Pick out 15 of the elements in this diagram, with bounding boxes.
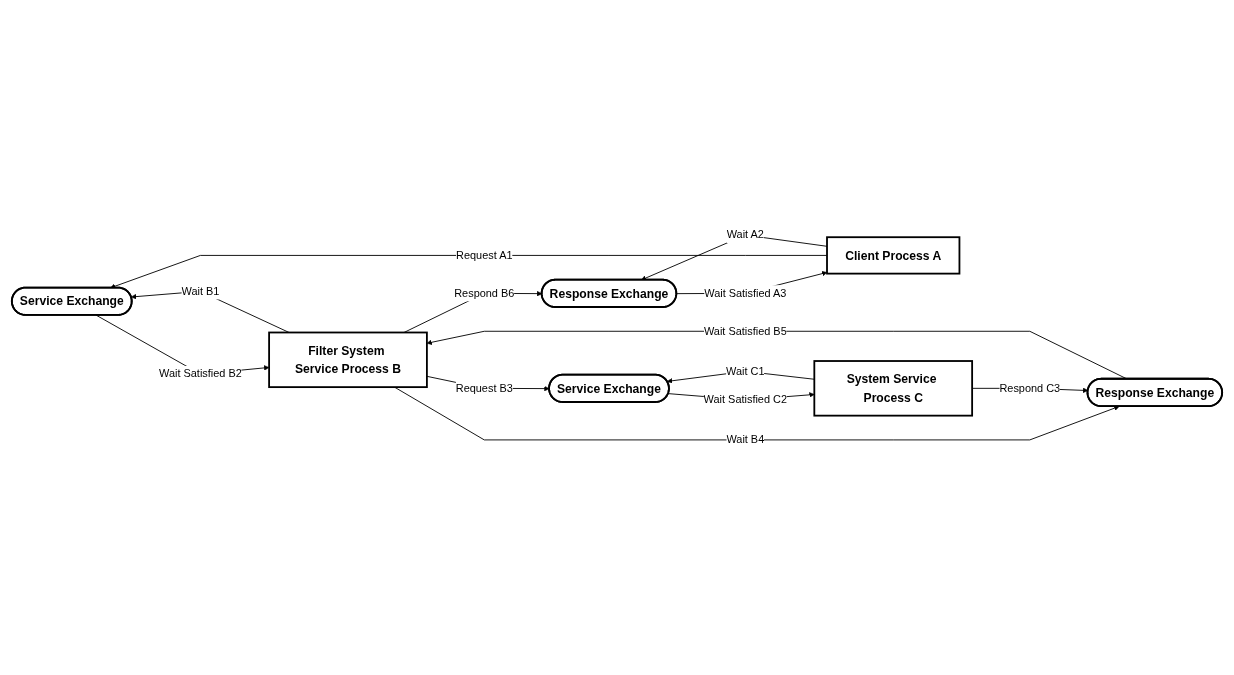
edge-label: Wait Satisfied B2	[159, 367, 242, 380]
edge-label: Respond B6	[454, 286, 515, 300]
edge-label: Wait B1	[181, 285, 220, 298]
edge-label: Wait Satisfied B5	[703, 324, 787, 338]
edge-label: Wait A2	[726, 228, 764, 241]
edge-label: Request A1	[456, 249, 513, 262]
edge-label: Wait Satisfied C2	[703, 393, 788, 406]
edge-label: Wait Satisfied A3	[704, 286, 787, 300]
node-box: Client Process A	[826, 236, 961, 275]
edge-label: Request B3	[455, 381, 513, 395]
edge-label: Wait C1	[726, 364, 765, 378]
node-box: System Service Process C	[813, 360, 974, 417]
edge-label: Respond C3	[999, 381, 1061, 395]
edge-label: Wait B4	[726, 433, 765, 446]
node-box: Filter System Service Process B	[268, 331, 428, 389]
